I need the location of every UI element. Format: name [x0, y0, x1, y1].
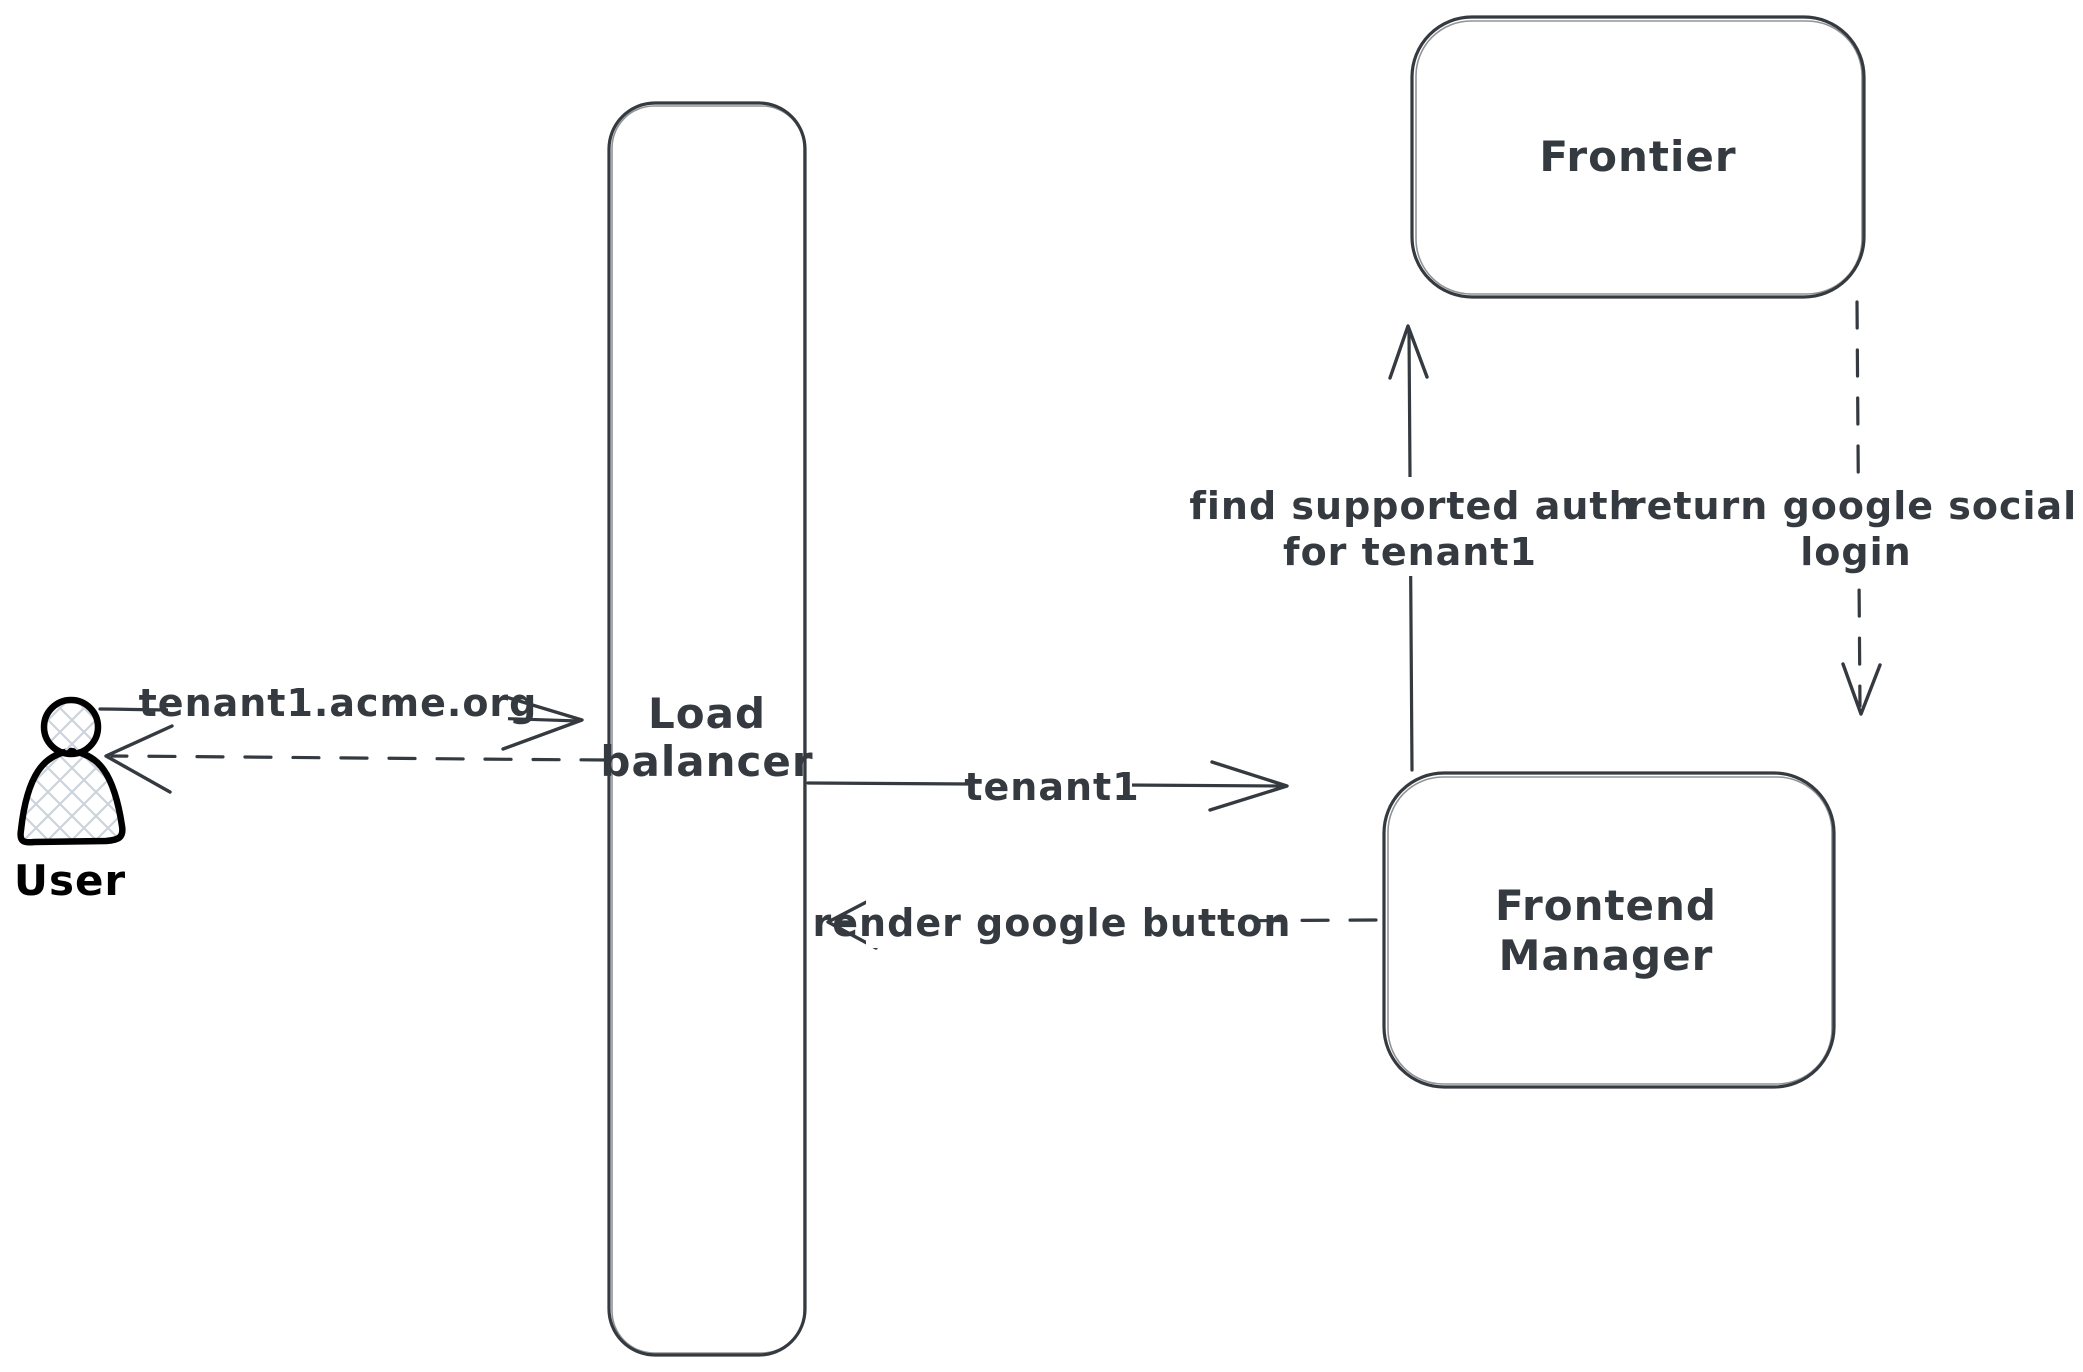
user-head-icon: [40, 696, 102, 758]
frontend-manager-label-line1: Frontend: [1495, 881, 1717, 930]
edge-lb-to-fm-label: tenant1: [964, 765, 1139, 809]
user-actor-icon: User: [14, 696, 126, 905]
edge-load-balancer-to-frontend-manager: tenant1: [806, 758, 1289, 812]
edge-frontend-manager-to-frontier: find supported auth for tenant1: [1189, 324, 1636, 772]
user-body-icon: [17, 747, 126, 846]
edge-frontier-to-fm-arrowhead: [1841, 662, 1882, 716]
edge-lb-to-user-arrowhead: [104, 724, 174, 794]
edge-user-to-load-balancer: tenant1.acme.org: [98, 671, 584, 751]
edge-fm-to-lb-label: render google button: [813, 901, 1292, 945]
load-balancer-label-line2: balancer: [600, 737, 813, 786]
edge-frontier-to-frontend-manager: return google social login: [1627, 300, 2077, 716]
load-balancer-label-line1: Load: [648, 689, 766, 738]
edge-lb-to-fm-arrowhead: [1208, 760, 1289, 812]
node-load-balancer: Load balancer: [600, 101, 813, 1357]
edge-fm-to-frontier-label-line1: find supported auth: [1189, 484, 1636, 528]
node-frontier: Frontier: [1410, 15, 1866, 299]
edge-frontier-to-fm-label-line1: return google social: [1627, 484, 2077, 528]
edge-fm-to-frontier-arrowhead: [1388, 324, 1429, 380]
edge-user-to-lb-label: tenant1.acme.org: [139, 681, 538, 725]
node-frontend-manager: Frontend Manager: [1382, 771, 1836, 1089]
frontend-manager-label-line2: Manager: [1499, 931, 1714, 980]
edge-fm-to-frontier-label-line2: for tenant1: [1283, 530, 1537, 574]
frontier-label: Frontier: [1539, 132, 1736, 181]
edge-load-balancer-to-user: [104, 724, 609, 794]
user-label: User: [14, 856, 126, 905]
edge-frontier-to-fm-label-line2: login: [1800, 530, 1911, 574]
edge-frontend-manager-to-load-balancer: render google button: [813, 892, 1378, 950]
edge-user-to-lb-arrowhead: [501, 695, 584, 751]
edge-fm-to-lb-arrowhead: [826, 894, 880, 950]
